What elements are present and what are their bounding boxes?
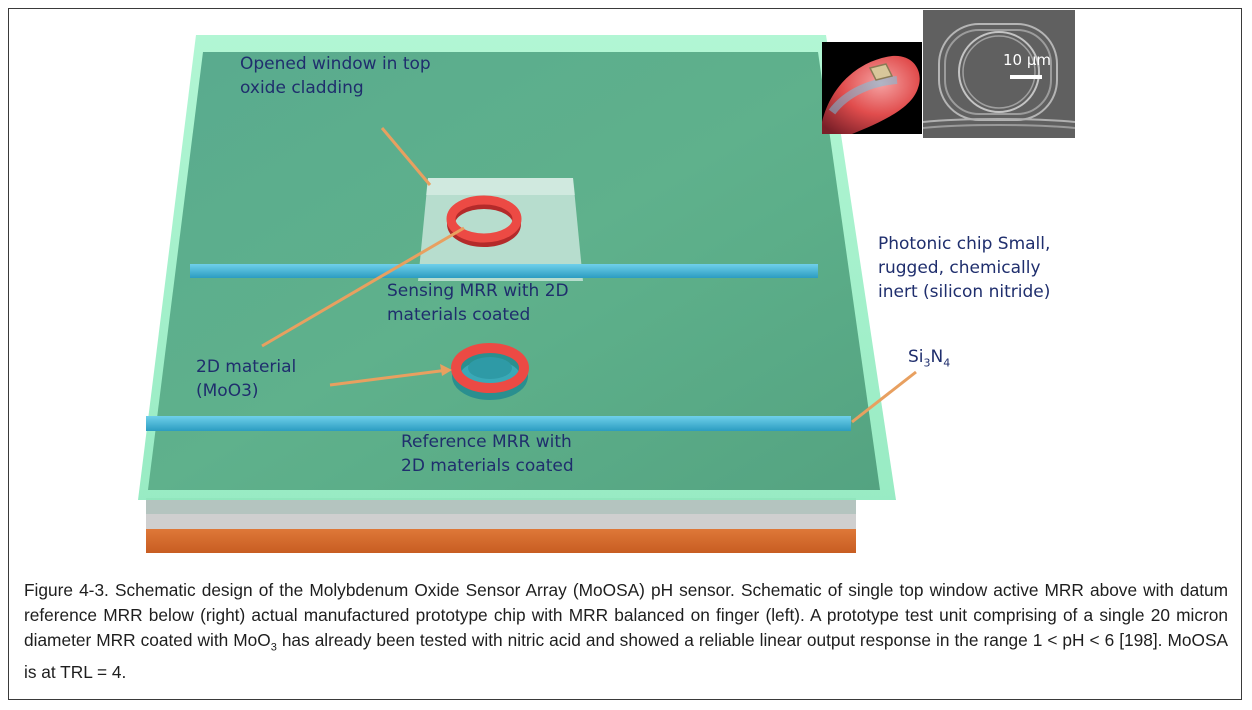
scale-bar [1010, 75, 1042, 79]
chip-diagram [138, 35, 917, 553]
label-photonic-chip: Photonic chip Small, rugged, chemically … [878, 234, 1051, 302]
lower-waveguide [146, 416, 851, 431]
scale-bar-label: 10 μm [1003, 51, 1051, 69]
label-reference-mrr: Reference MRR with 2D materials coated [401, 432, 574, 476]
label-2d-material: 2D material (MoO3) [196, 357, 297, 401]
buffer-layer [146, 498, 856, 514]
finger-chip-photo [822, 42, 922, 134]
upper-waveguide [190, 264, 818, 278]
sem-micrograph: 10 μm [923, 10, 1075, 138]
label-si3n4: Si3N4 [908, 347, 951, 370]
label-opened-window: Opened window in top oxide cladding [240, 54, 431, 98]
substrate-layer [146, 527, 856, 553]
label-sensing-mrr: Sensing MRR with 2D materials coated [387, 281, 569, 325]
sensing-mrr-ring [446, 195, 522, 243]
material-leader-upper [261, 226, 465, 348]
middle-layer [146, 512, 856, 529]
material-leader-lower [329, 368, 449, 387]
si3n4-leader [851, 370, 917, 424]
figure-frame [8, 8, 1242, 700]
reference-mrr-ring [451, 343, 529, 393]
figure-caption: Figure 4-3. Schematic design of the Moly… [24, 580, 1228, 683]
chip-on-finger [868, 63, 894, 81]
window-leader [380, 127, 432, 186]
